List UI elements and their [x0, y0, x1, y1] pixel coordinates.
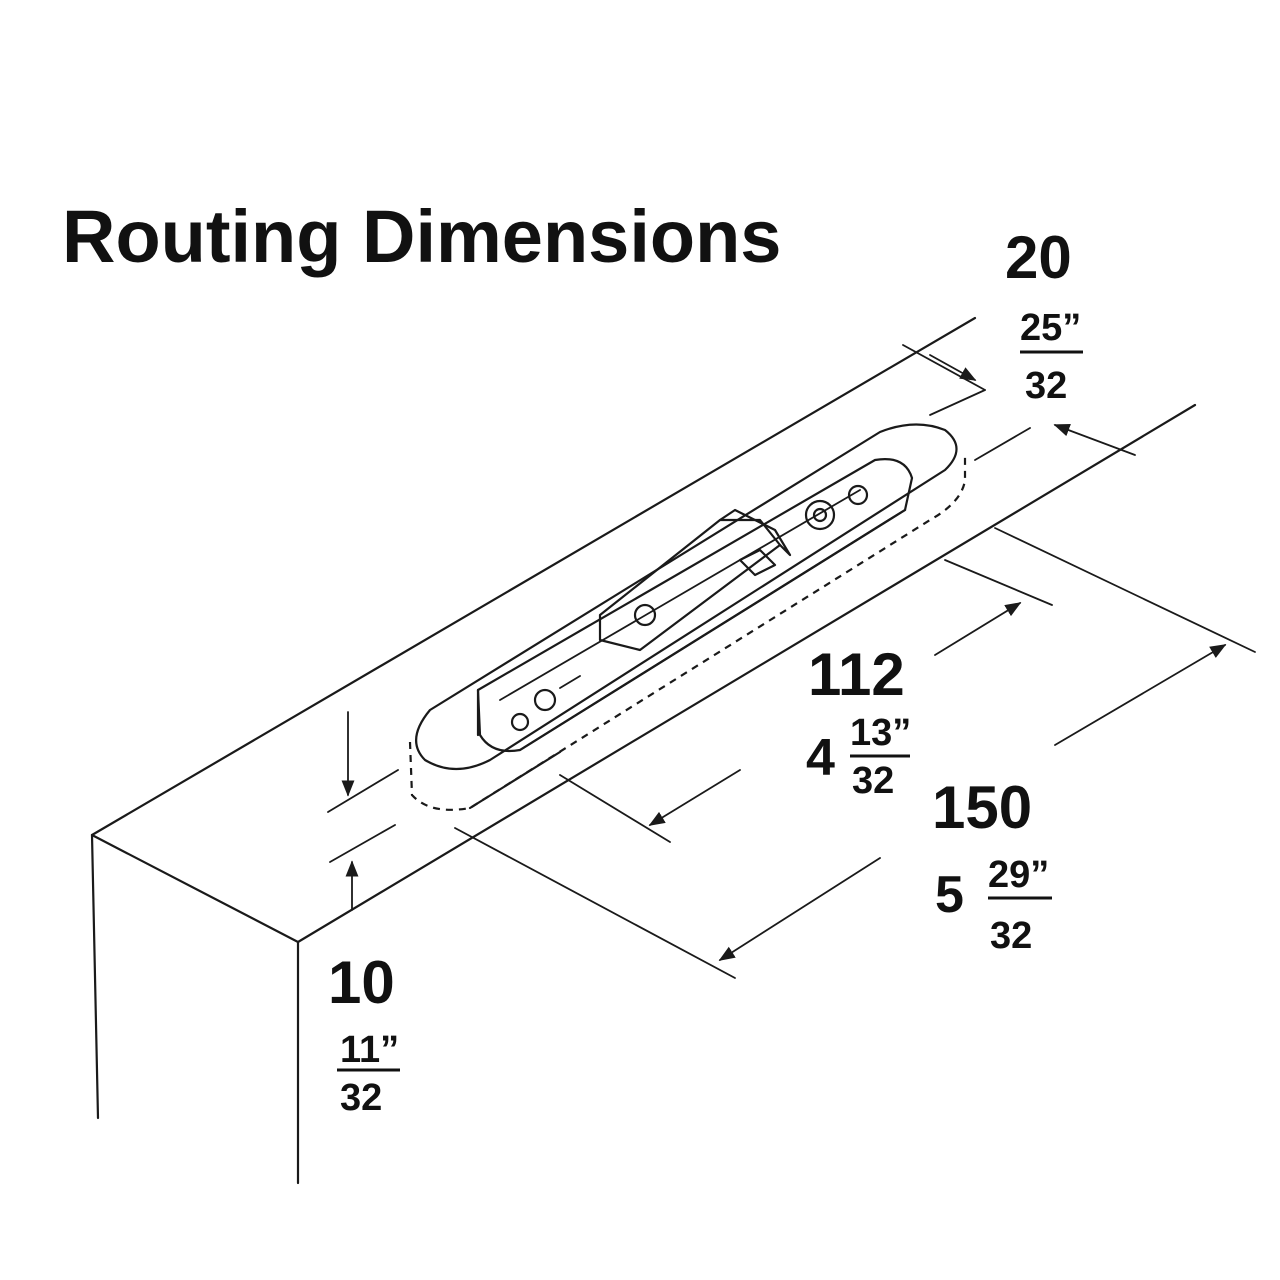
spacing-label: 112 4 13” 32 — [806, 641, 911, 802]
spacing-dimension-lines — [559, 559, 1053, 843]
hardware-plate — [476, 458, 914, 753]
panel-outline — [90, 316, 1197, 1185]
width-mm: 20 — [1005, 224, 1072, 291]
depth-numerator: 11” — [340, 1029, 399, 1071]
depth-mm: 10 — [328, 949, 395, 1016]
width-numerator: 25” — [1020, 307, 1081, 349]
length-denominator: 32 — [990, 915, 1032, 957]
length-mm: 150 — [932, 774, 1032, 841]
width-denominator: 32 — [1025, 365, 1067, 407]
length-dimension-lines — [454, 527, 1256, 979]
depth-label: 10 11” 32 — [328, 949, 400, 1119]
length-label: 150 5 29” 32 — [932, 774, 1052, 957]
length-numerator: 29” — [988, 854, 1049, 896]
depth-dimension-lines — [327, 711, 399, 911]
depth-denominator: 32 — [340, 1077, 382, 1119]
spacing-denominator: 32 — [852, 760, 894, 802]
width-dimension-lines — [902, 344, 1136, 461]
width-label: 20 25” 32 — [1005, 224, 1083, 407]
length-whole: 5 — [935, 866, 964, 924]
diagram-title: Routing Dimensions — [62, 195, 781, 278]
spacing-numerator: 13” — [850, 712, 911, 754]
spacing-whole: 4 — [806, 729, 835, 787]
spacing-mm: 112 — [808, 641, 905, 708]
routed-pocket — [408, 423, 967, 811]
